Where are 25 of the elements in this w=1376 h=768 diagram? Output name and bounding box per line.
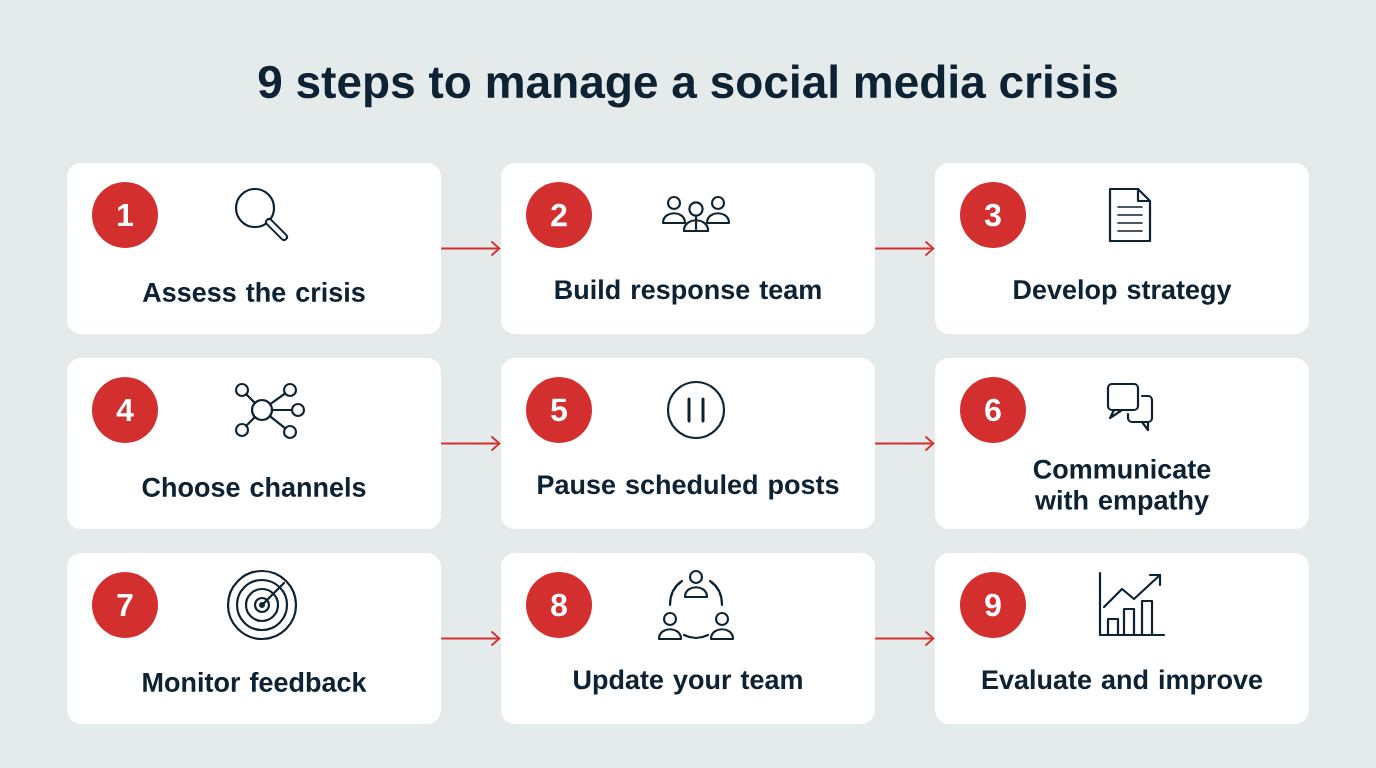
number-badge: 2 [526,182,592,248]
step-label: Evaluate and improve [982,669,1263,695]
arrow [440,240,501,257]
step-label: Build response team [555,279,821,305]
number-badge: 7 [92,572,158,638]
number-badge: 1 [92,182,158,248]
number-badge: 5 [526,377,592,443]
number-badge: 9 [960,572,1026,638]
step-label: Choose channels [142,477,366,497]
step-label: Develop strategy [1014,279,1232,305]
number-badge: 4 [92,377,158,443]
title: 9 steps to manage a social media crisis [258,64,1117,108]
arrow [874,435,935,452]
step-label: Monitor feedback [143,672,367,692]
arrow [874,240,935,257]
step-label: Update your team [574,669,802,695]
arrow [874,630,935,647]
number-badge: 6 [960,377,1026,443]
number-badge: 3 [960,182,1026,248]
number-badge: 8 [526,572,592,638]
step-label: Assess the crisis [142,282,365,302]
step-label: Communicate with empathy [1033,458,1211,516]
step-label: Pause scheduled posts [538,474,839,500]
arrow [440,630,501,647]
arrow [440,435,501,452]
